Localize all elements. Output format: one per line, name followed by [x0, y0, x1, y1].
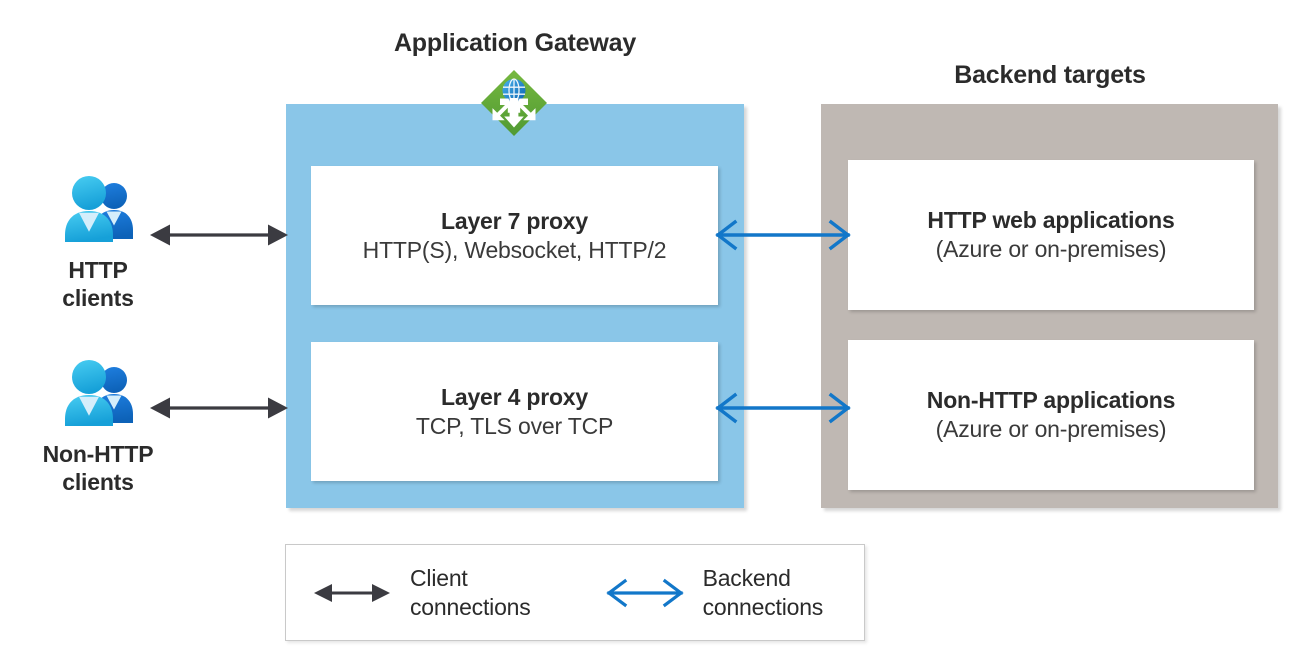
layer-4-proxy-card: Layer 4 proxy TCP, TLS over TCP [311, 342, 718, 481]
legend-item-backend-connections: Backend connections [605, 564, 824, 620]
blue-double-arrow-icon [605, 578, 684, 608]
http-client-connection-arrow [148, 215, 290, 255]
non-http-client-connection-arrow [148, 388, 290, 428]
non-http-applications-title: Non-HTTP applications [926, 387, 1176, 414]
black-double-arrow-icon [313, 578, 391, 608]
layer-7-proxy-card: Layer 7 proxy HTTP(S), Websocket, HTTP/2 [311, 166, 718, 305]
backend-caption: Backend targets [954, 61, 1146, 89]
legend-item-client-connections: Client connections [313, 564, 531, 620]
layer4-to-non-http-apps-arrow [714, 389, 852, 427]
layer-4-proxy-subtitle: TCP, TLS over TCP [415, 412, 614, 439]
legend-client-connections-line1: Client [410, 565, 468, 592]
layer-4-proxy-title: Layer 4 proxy [441, 383, 588, 410]
users-icon [59, 352, 137, 428]
legend-client-connections-line2: connections [410, 593, 531, 620]
gateway-caption: Application Gateway [393, 29, 637, 57]
layer7-to-http-apps-arrow [714, 216, 852, 254]
http-web-applications-subtitle: (Azure or on-premises) [935, 236, 1167, 262]
non-http-applications-subtitle: (Azure or on-premises) [935, 416, 1167, 442]
legend: Client connections Backend connections [285, 544, 865, 641]
non-http-clients-label-line2: clients [62, 469, 134, 496]
http-clients-group: HTTP clients [0, 168, 196, 312]
layer-7-proxy-title: Layer 7 proxy [441, 207, 588, 234]
users-icon [59, 168, 137, 244]
http-web-applications-title: HTTP web applications [927, 207, 1175, 234]
http-clients-label-line1: HTTP [68, 257, 128, 283]
non-http-applications-card: Non-HTTP applications (Azure or on-premi… [848, 340, 1254, 490]
layer-7-proxy-subtitle: HTTP(S), Websocket, HTTP/2 [362, 236, 667, 263]
http-web-applications-card: HTTP web applications (Azure or on-premi… [848, 160, 1254, 310]
http-clients-label-line2: clients [62, 285, 134, 312]
legend-backend-connections-line2: connections [702, 593, 824, 620]
legend-backend-connections-line1: Backend [702, 565, 791, 592]
non-http-clients-label-line1: Non-HTTP [42, 441, 154, 467]
non-http-clients-group: Non-HTTP clients [0, 352, 196, 496]
application-gateway-icon [479, 68, 549, 138]
